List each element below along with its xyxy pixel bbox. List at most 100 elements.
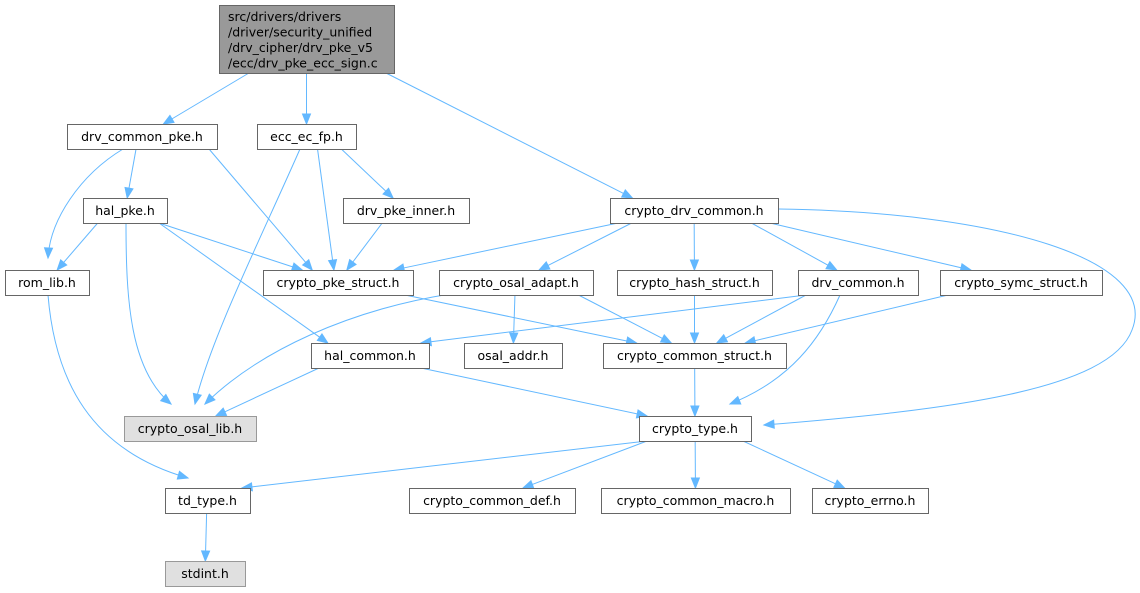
node-box bbox=[617, 270, 773, 296]
edge-hal_common-to-crypto_osal_lib bbox=[214, 367, 320, 417]
arrowhead-icon bbox=[56, 258, 68, 272]
edge-crypto_type-to-td_type bbox=[240, 440, 648, 492]
edge-line bbox=[532, 440, 648, 485]
edge-line bbox=[128, 148, 137, 189]
arrowhead-icon bbox=[301, 113, 312, 126]
node-label: drv_pke_inner.h bbox=[357, 203, 455, 218]
arrowhead-icon bbox=[689, 259, 700, 272]
node-hal-pke[interactable]: hal_pke.h bbox=[83, 198, 168, 224]
node-crypto-osal-lib: crypto_osal_lib.h bbox=[124, 416, 257, 442]
edge-line bbox=[205, 512, 208, 552]
node-label: stdint.h bbox=[181, 566, 229, 581]
node-box bbox=[124, 416, 257, 442]
node-label: crypto_type.h bbox=[652, 421, 738, 436]
edge-ecc_ec_fp-to-crypto_pke_struct bbox=[317, 148, 338, 272]
edge-line bbox=[224, 367, 320, 413]
node-box bbox=[601, 488, 791, 514]
edge-crypto_pke_struct-to-crypto_common_struct bbox=[404, 294, 638, 346]
node-osal-addr[interactable]: osal_addr.h bbox=[464, 343, 563, 369]
node-box bbox=[409, 488, 576, 514]
edge-line bbox=[742, 440, 836, 485]
edge-line bbox=[340, 148, 387, 192]
edge-hal_pke-to-crypto_osal_lib bbox=[125, 222, 173, 405]
arrowhead-icon bbox=[290, 262, 304, 272]
node-label: crypto_pke_struct.h bbox=[277, 275, 400, 290]
edge-line bbox=[63, 222, 99, 263]
edge-line bbox=[763, 208, 1136, 426]
edge-line bbox=[725, 294, 807, 339]
edge-line bbox=[352, 222, 383, 263]
node-label: crypto_common_macro.h bbox=[617, 493, 775, 508]
edge-crypto_hash_struct-to-crypto_common_struct bbox=[689, 295, 700, 345]
node-box bbox=[798, 270, 919, 296]
node-drv-common[interactable]: drv_common.h bbox=[798, 270, 919, 296]
edge-hal_pke-to-rom_lib bbox=[56, 222, 99, 272]
node-drv-pke-inner[interactable]: drv_pke_inner.h bbox=[343, 198, 470, 224]
edge-crypto_drv_common-to-crypto_hash_struct bbox=[689, 222, 700, 272]
edge-line bbox=[729, 294, 841, 405]
arrowhead-icon bbox=[537, 261, 551, 271]
node-crypto-common-struct[interactable]: crypto_common_struct.h bbox=[603, 343, 787, 369]
node-ecc-ec-fp[interactable]: ecc_ec_fp.h bbox=[257, 124, 357, 150]
arrowhead-icon bbox=[204, 393, 216, 405]
edge-drv_common_pke-to-rom_lib bbox=[43, 148, 124, 260]
arrowhead-icon bbox=[176, 470, 190, 480]
node-crypto-drv-common[interactable]: crypto_drv_common.h bbox=[610, 198, 779, 224]
arrowhead-icon bbox=[762, 419, 775, 429]
node-crypto-errno[interactable]: crypto_errno.h bbox=[812, 488, 929, 514]
edge-main-to-drv_common_pke bbox=[162, 72, 250, 125]
node-crypto-common-def[interactable]: crypto_common_def.h bbox=[409, 488, 576, 514]
edge-hal_pke-to-hal_common bbox=[158, 222, 329, 344]
node-box bbox=[439, 270, 594, 296]
edge-crypto_drv_common-to-crypto_osal_adapt bbox=[537, 222, 632, 271]
node-crypto-osal-adapt[interactable]: crypto_osal_adapt.h bbox=[439, 270, 594, 296]
node-box bbox=[464, 343, 563, 369]
node-crypto-pke-struct[interactable]: crypto_pke_struct.h bbox=[263, 270, 414, 296]
edge-line bbox=[547, 222, 632, 266]
edge-main-to-crypto_drv_common bbox=[385, 72, 634, 199]
node-box bbox=[940, 270, 1103, 296]
edge-td_type-to-stdint bbox=[200, 512, 211, 563]
edge-line bbox=[204, 293, 451, 405]
node-hal-common[interactable]: hal_common.h bbox=[311, 343, 430, 369]
arrowhead-icon bbox=[124, 186, 134, 200]
edge-line bbox=[171, 72, 250, 120]
node-box bbox=[603, 343, 787, 369]
arrowhead-icon bbox=[316, 333, 329, 344]
node-crypto-type[interactable]: crypto_type.h bbox=[639, 416, 752, 442]
edge-line bbox=[769, 222, 962, 269]
arrowhead-icon bbox=[659, 333, 673, 344]
node-drv-common-pke[interactable]: drv_common_pke.h bbox=[67, 124, 218, 150]
edge-line bbox=[125, 222, 172, 405]
node-rom-lib[interactable]: rom_lib.h bbox=[5, 270, 90, 296]
node-label: crypto_osal_lib.h bbox=[138, 421, 242, 436]
edge-crypto_drv_common-to-drv_common bbox=[751, 222, 838, 271]
edge-line bbox=[158, 222, 320, 338]
arrowhead-icon bbox=[43, 247, 54, 260]
arrowhead-icon bbox=[715, 333, 729, 344]
node-crypto-common-macro[interactable]: crypto_common_macro.h bbox=[601, 488, 791, 514]
node-box bbox=[83, 198, 168, 224]
node-label: hal_pke.h bbox=[95, 203, 155, 218]
node-crypto-symc-struct[interactable]: crypto_symc_struct.h bbox=[940, 270, 1103, 296]
arrowhead-icon bbox=[327, 258, 338, 272]
node-box bbox=[257, 124, 357, 150]
node-label: /drv_cipher/drv_pke_v5 bbox=[228, 40, 373, 55]
node-crypto-hash-struct[interactable]: crypto_hash_struct.h bbox=[617, 270, 773, 296]
edge-line bbox=[158, 222, 293, 268]
node-box bbox=[219, 5, 395, 74]
edge-crypto_symc_struct-to-crypto_common_struct bbox=[743, 294, 949, 346]
arrowhead-icon bbox=[301, 258, 314, 272]
node-box bbox=[639, 416, 752, 442]
edge-line bbox=[404, 294, 627, 342]
edge-line bbox=[578, 294, 663, 339]
node-td-type[interactable]: td_type.h bbox=[165, 488, 251, 514]
node-main[interactable]: src/drivers/drivers/driver/security_unif… bbox=[219, 5, 395, 74]
edge-crypto_osal_adapt-to-crypto_common_struct bbox=[578, 294, 673, 344]
node-box bbox=[343, 198, 470, 224]
arrowhead-icon bbox=[214, 407, 228, 417]
edge-line bbox=[385, 72, 624, 194]
node-stdint: stdint.h bbox=[165, 561, 246, 587]
arrowhead-icon bbox=[346, 258, 357, 272]
